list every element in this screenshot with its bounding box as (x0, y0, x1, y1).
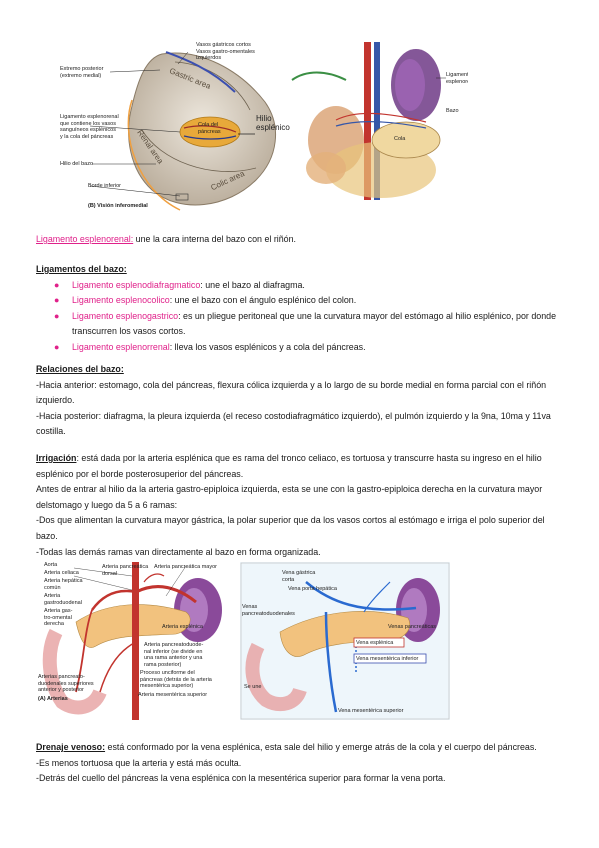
bullet-icon: ● (54, 295, 60, 306)
label-hilio-bazo: Hilio del bazo (60, 161, 94, 167)
label-arteria-pd-inferior: Arteria pancreatoduode- nal inferior (se… (144, 642, 204, 668)
text-irrigacion-p3: -Dos que alimentan la curvatura mayor gá… (36, 515, 545, 541)
label-vena-porta: Vena porta hepática (288, 586, 337, 592)
ligamento-item: ● Ligamento esplenodiafragmatico: une el … (36, 278, 566, 294)
label-se-une: Se une (244, 684, 262, 690)
abdomen-illustration (291, 42, 446, 200)
ligamento-text: : lleva los vasos esplénicos y a cola de… (169, 341, 366, 352)
veins-figure: Vena gástrica corta Vena porta hepática … (240, 562, 450, 720)
label-arteria-gastroduodenal: Arteria gastroduodenal (44, 593, 82, 606)
arteries-figure: Aorta Arteria celiaca Arteria hepática c… (36, 562, 240, 720)
section-ligamentos: Ligamentos del bazo: ● Ligamento esplenod… (36, 262, 566, 356)
label-cola: Cola (394, 136, 406, 142)
label-vena-mesenterica-superior: Vena mesentérica superior (338, 708, 404, 714)
label-venas-pancreatoduodenales: Venas pancreatoduodenales (242, 604, 295, 617)
label-borde-inferior: Borde inferior (88, 183, 122, 189)
text-irrigacion-p1: : está dada por la arteria esplénica que… (36, 453, 542, 479)
label-arteria-gastro-omental: Arteria gas- tro-omental derecha (44, 608, 73, 627)
heading-relaciones: Relaciones del bazo: (36, 364, 124, 374)
label-vasos-gastricos: Vasos gástricos cortos Vasos gastro-omen… (196, 42, 255, 61)
section-ligamento-esplenorenal: Ligamento esplenorenal: une la cara inte… (36, 232, 566, 248)
label-ligamento-esplenorenal: Ligamento esplenorenal que contiene los … (60, 114, 119, 140)
text-relaciones-posterior: -Hacia posterior: diafragma, la pleura i… (36, 410, 551, 437)
label-arteria-esplenica: Arteria esplénica (162, 624, 203, 630)
heading-drenaje: Drenaje venoso: (36, 742, 106, 752)
ligamento-item: ● Ligamento esplenorrenal: lleva los vaso… (36, 340, 566, 356)
text-irrigacion-p2: Antes de entrar al hilio da la arteria g… (36, 484, 543, 510)
label-vena-mesenterica-inferior: Vena mesentérica inferior (356, 656, 419, 662)
arteries-illustration (42, 562, 222, 720)
text-irrigacion-p4: -Todas las demás ramas van directamente … (36, 546, 321, 557)
label-arteria-pancreatica-dorsal: Arteria pancreática dorsal (102, 564, 149, 577)
label-ligamento-esplenorenal-2: Ligamento esplenorenal (446, 72, 468, 85)
text-drenaje-p3: -Detrás del cuello del páncreas la vena … (36, 773, 446, 784)
label-bazo: Bazo (446, 108, 459, 114)
label-arteria-mesenterica: Arteria mesentérica superior (138, 692, 208, 698)
term-ligamento-esplenorenal: Ligamento esplenorenal: (36, 234, 134, 244)
label-venas-pancreaticas: Venas pancreáticas (388, 624, 437, 630)
label-extremo-posterior: Extremo posterior (extremo medial) (60, 66, 104, 79)
section-irrigacion: Irrigación: está dada por la arteria esp… (36, 451, 566, 560)
label-vision: (B) Visión inferomedial (88, 203, 148, 209)
text-relaciones-anterior: -Hacia anterior: estomago, cola del pánc… (36, 379, 547, 406)
ligamento-name: Ligamento esplenogastrico (72, 310, 179, 321)
text-drenaje-p2: -Es menos tortuosa que la arteria y está… (36, 757, 242, 768)
text-ligamento-esplenorenal: une la cara interna del bazo con el riñó… (133, 234, 297, 244)
abdomen-figure: Ligamento esplenorenal Bazo Cola (286, 40, 468, 212)
heading-ligamentos: Ligamentos del bazo: (36, 264, 127, 274)
ligamento-name: Ligamento esplenodiafragmatico (72, 279, 201, 290)
label-vena-esplenica: Vena esplénica (356, 640, 394, 646)
label-arteria-pancreatica-mayor: Arteria pancreática mayor (154, 564, 217, 570)
bullet-icon: ● (54, 279, 60, 290)
label-arteria-hepatica: Arteria hepática común (44, 578, 83, 591)
ligamento-name: Ligamento esplenocolico (72, 295, 170, 306)
label-arteria-celiaca: Arteria celiaca (44, 570, 79, 576)
ligamento-name: Ligamento esplenorrenal (72, 341, 170, 352)
ligamento-text: : une el bazo con el ángulo esplénico de… (169, 295, 357, 306)
ligamento-text: : es un pliegue peritoneal que une la cu… (72, 310, 557, 337)
label-proceso-unciforme: Proceso unciforme del páncreas (detrás d… (140, 670, 212, 689)
spleen-figure: Vasos gástricos cortos Vasos gastro-omen… (60, 40, 290, 218)
label-vena-gastrica-corta: Vena gástrica corta (282, 570, 316, 583)
section-drenaje: Drenaje venoso: está conformado por la v… (36, 740, 566, 787)
bullet-icon: ● (54, 310, 60, 321)
spleen-illustration (89, 51, 277, 211)
label-cola-pancreas: Cola del páncreas (198, 122, 221, 135)
veins-illustration (240, 562, 450, 720)
ligamentos-list: ●Ligamento esplenodiafragmatico: une el … (36, 278, 566, 356)
label-hilio-esplenico: Hilio esplénico. (256, 114, 290, 132)
section-relaciones: Relaciones del bazo: -Hacia anterior: es… (36, 362, 566, 440)
bullet-icon: ● (54, 341, 60, 352)
heading-irrigacion: Irrigación (36, 453, 77, 463)
ligamento-item: ● Ligamento esplenogastrico: es un pliegu… (36, 309, 566, 340)
ligamento-text: : une el bazo al diafragma. (200, 279, 305, 290)
text-drenaje-p1: está conformado por la vena esplénica, e… (105, 742, 537, 752)
label-aorta: Aorta (44, 562, 58, 568)
label-arterias-caption: (A) Arterias (38, 696, 68, 702)
label-arterias-pd-superiores: Arterias pancreato- duodenales superiore… (38, 674, 94, 693)
ligamento-item: ● Ligamento esplenocolico: une el bazo co… (36, 293, 566, 309)
